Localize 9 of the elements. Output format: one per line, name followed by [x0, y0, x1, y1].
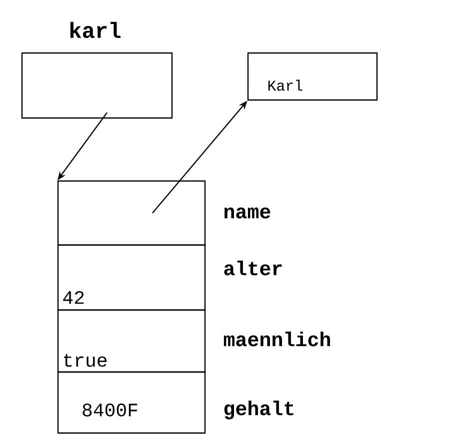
- value-text: Karl: [268, 80, 302, 91]
- value-text: 42: [63, 291, 84, 304]
- variable-name: karl: [70, 22, 121, 38]
- field-label: gehalt: [224, 400, 294, 420]
- value-text: true: [64, 354, 107, 367]
- field-label: alter: [224, 260, 282, 276]
- value-text: 8400F: [82, 404, 138, 416]
- field-label: maennlich: [224, 332, 330, 346]
- field-label: name: [224, 208, 270, 218]
